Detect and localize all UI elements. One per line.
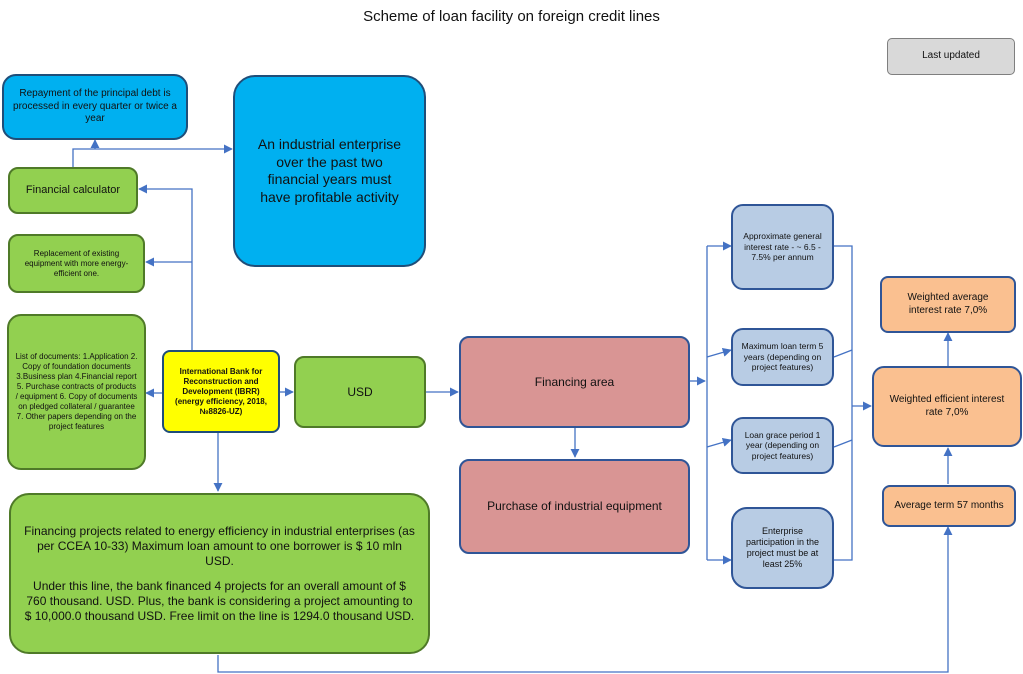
arrow-to-max-term [706, 347, 732, 358]
average-term-text: Average term 57 months [894, 499, 1004, 511]
arrow-ibrr-to-calculator [138, 184, 193, 350]
arrow-to-grace-period [706, 437, 732, 448]
interest-rate-box: Approximate general interest rate - ~ 6.… [731, 204, 834, 290]
diagram-title: Scheme of loan facility on foreign credi… [363, 8, 660, 25]
financing-area-label: Financing area [534, 374, 615, 389]
financial-calculator-box[interactable]: Financial calculator [8, 167, 138, 214]
grace-period-box: Loan grace period 1 year (depending on p… [731, 417, 834, 474]
financial-calculator-label: Financial calculator [25, 183, 121, 196]
last-updated-button[interactable]: Last updated [887, 38, 1015, 75]
conditions-right-bracket [834, 245, 853, 561]
repayment-text: Repayment of the principal debt is proce… [13, 88, 177, 125]
weighted-average-text: Weighted average interest rate 7,0% [907, 292, 989, 316]
participation-box: Enterprise participation in the project … [731, 507, 834, 589]
usd-box: USD [294, 356, 426, 428]
financing-projects-text-1: Financing projects related to energy eff… [24, 523, 415, 568]
max-term-box: Maximum loan term 5 years (depending on … [731, 328, 834, 386]
grace-period-link [833, 439, 853, 448]
max-term-text: Maximum loan term 5 years (depending on … [741, 341, 824, 373]
purchase-label: Purchase of industrial equipment [487, 499, 662, 513]
repayment-box: Repayment of the principal debt is proce… [2, 74, 188, 140]
grace-period-text: Loan grace period 1 year (depending on p… [744, 429, 821, 461]
purchase-box: Purchase of industrial equipment [459, 459, 690, 554]
participation-text: Enterprise participation in the project … [745, 525, 820, 570]
enterprise-requirement-text: An industrial enterprise over the past t… [257, 136, 402, 205]
weighted-efficient-text: Weighted efficient interest rate 7,0% [889, 394, 1005, 418]
financing-projects-box: Financing projects related to energy eff… [9, 493, 430, 654]
last-updated-label: Last updated [922, 50, 980, 62]
ibrr-box: International Bank for Reconstruction an… [162, 350, 280, 433]
arrow-calculator-to-enterprise [72, 144, 233, 167]
interest-rate-text: Approximate general interest rate - ~ 6.… [743, 231, 822, 263]
replacement-box: Replacement of existing equipment with m… [8, 234, 145, 293]
average-term-box: Average term 57 months [882, 485, 1016, 527]
weighted-average-box: Weighted average interest rate 7,0% [880, 276, 1016, 333]
arrow-projects-to-average-term [217, 526, 953, 673]
financing-area-box: Financing area [459, 336, 690, 428]
usd-label: USD [347, 384, 373, 399]
max-term-link [833, 349, 853, 358]
weighted-efficient-box: Weighted efficient interest rate 7,0% [872, 366, 1022, 447]
financing-projects-text-2: Under this line, the bank financed 4 pro… [24, 578, 415, 623]
documents-text: List of documents: 1.Application 2. Copy… [15, 352, 138, 431]
enterprise-requirement-box: An industrial enterprise over the past t… [233, 75, 426, 267]
documents-box: List of documents: 1.Application 2. Copy… [7, 314, 146, 470]
ibrr-text: International Bank for Reconstruction an… [175, 366, 267, 416]
replacement-text: Replacement of existing equipment with m… [24, 248, 129, 278]
